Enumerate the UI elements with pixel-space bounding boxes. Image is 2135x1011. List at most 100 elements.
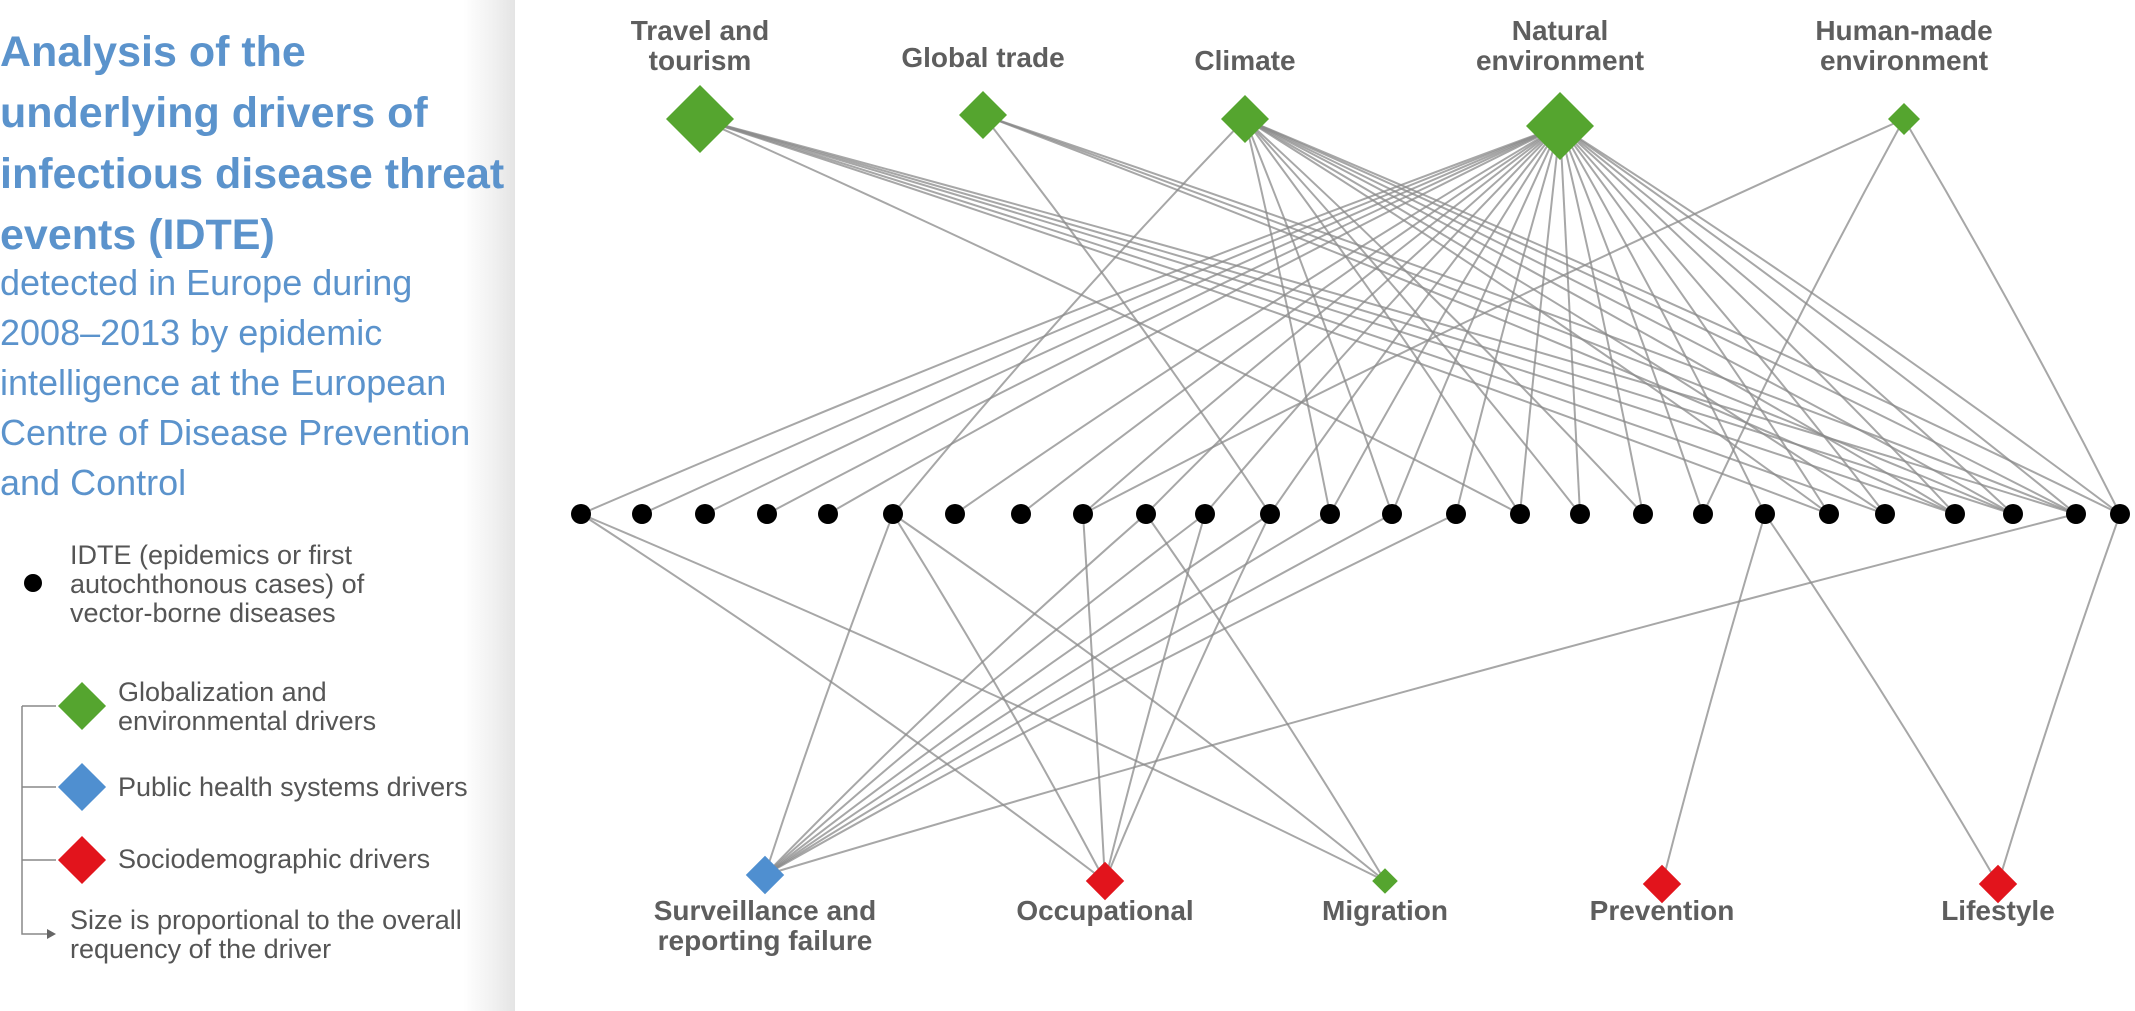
edge-top-driver-1-idte-24: [982, 114, 2077, 515]
bottom-driver-label-1: Occupational: [1016, 895, 1193, 926]
page-subtitle: detected in Europe during 2008–2013 by e…: [0, 262, 471, 503]
idte-legend-dot: [24, 574, 42, 592]
edge-bottom-driver-2-idte-9: [1145, 513, 1386, 882]
edge-top-driver-3-idte-10: [1204, 125, 1561, 515]
legend-panel: Analysis of the underlying drivers of in…: [0, 0, 515, 1011]
top-driver-node-3: [1526, 92, 1594, 160]
edge-top-driver-3-idte-23: [1559, 125, 2014, 515]
edge-top-driver-2-idte-22: [1244, 118, 1956, 515]
legend-size-note: Size is proportional to the overall requ…: [70, 905, 462, 964]
edge-top-driver-3-idte-7: [1020, 125, 1561, 515]
top-driver-label-2: Climate: [1194, 45, 1295, 76]
idte-event-dot: [632, 504, 652, 524]
idte-event-dot: [1195, 504, 1215, 524]
edge-top-driver-2-idte-13: [1244, 118, 1393, 515]
legend-public-health-label: Public health systems drivers: [118, 772, 468, 802]
edge-top-driver-3-idte-25: [1559, 125, 2121, 515]
edge-top-driver-0-idte-20: [699, 118, 1830, 515]
edge-top-driver-4-idte-8: [1082, 118, 1905, 515]
bottom-driver-node-4: [1978, 864, 2018, 904]
bottom-driver-node-2: [1372, 868, 1398, 894]
idte-event-dot: [1570, 504, 1590, 524]
legend-globalization-label: Globalization and environmental drivers: [118, 677, 377, 736]
edge-top-driver-3-idte-16: [1559, 125, 1581, 515]
top-driver-node-4: [1888, 103, 1920, 135]
edge-top-driver-1-idte-11: [982, 114, 1271, 515]
edge-top-driver-3-idte-14: [1455, 125, 1561, 515]
edge-bottom-driver-0-idte-5: [764, 513, 894, 876]
edge-top-driver-2-idte-17: [1244, 118, 1644, 515]
nodes-group: [571, 85, 2130, 904]
bottom-driver-label-2: Migration: [1322, 895, 1448, 926]
bottom-driver-node-0: [745, 855, 785, 895]
idte-event-dot: [1819, 504, 1839, 524]
edge-top-driver-3-idte-6: [954, 125, 1561, 515]
idte-event-dot: [1945, 504, 1965, 524]
edge-bottom-driver-0-idte-14: [764, 513, 1457, 876]
idte-event-dot: [1136, 504, 1156, 524]
edge-top-driver-2-idte-20: [1244, 118, 1830, 515]
top-driver-label-1: Global trade: [901, 42, 1064, 73]
idte-event-dot: [1260, 504, 1280, 524]
top-driver-label-3: environment: [1476, 45, 1644, 76]
edge-top-driver-3-idte-3: [766, 125, 1561, 515]
public-health-legend-marker: [57, 762, 107, 812]
edge-top-driver-0-idte-22: [699, 118, 1956, 515]
edge-top-driver-2-idte-5: [892, 118, 1246, 515]
edges-group: [580, 114, 2121, 885]
edge-top-driver-3-idte-19: [1559, 125, 1766, 515]
idte-event-dot: [883, 504, 903, 524]
idte-event-dot: [1693, 504, 1713, 524]
edge-bottom-driver-1-idte-10: [1104, 513, 1206, 882]
edge-top-driver-3-idte-9: [1145, 125, 1561, 515]
edge-top-driver-4-idte-18: [1702, 118, 1905, 515]
edge-bottom-driver-1-idte-11: [1104, 513, 1271, 882]
edge-top-driver-3-idte-24: [1559, 125, 2077, 515]
edge-bottom-driver-0-idte-24: [764, 513, 2077, 876]
edge-bottom-driver-0-idte-10: [764, 513, 1206, 876]
edge-bottom-driver-2-idte-5: [892, 513, 1386, 882]
idte-event-dot: [2003, 504, 2023, 524]
globalization-legend-marker: [57, 681, 107, 731]
legend-idte-label: IDTE (epidemics or first autochthonous c…: [70, 540, 365, 628]
edge-bottom-driver-0-idte-9: [764, 513, 1147, 876]
edge-top-driver-3-idte-17: [1559, 125, 1644, 515]
idte-event-dot: [1073, 504, 1093, 524]
idte-event-dot: [1382, 504, 1402, 524]
edge-bottom-driver-3-idte-19: [1661, 513, 1766, 885]
bottom-driver-node-3: [1642, 864, 1682, 904]
edge-top-driver-3-idte-0: [580, 125, 1561, 515]
edge-top-driver-2-idte-23: [1244, 118, 2014, 515]
edge-top-driver-1-idte-22: [982, 114, 1956, 515]
edge-top-driver-2-idte-21: [1244, 118, 1886, 515]
idte-event-dot: [945, 504, 965, 524]
edge-bottom-driver-1-idte-0: [580, 513, 1106, 882]
edge-top-driver-2-idte-16: [1244, 118, 1581, 515]
edge-top-driver-0-idte-23: [699, 118, 2014, 515]
top-driver-label-0: tourism: [649, 45, 752, 76]
idte-event-dot: [571, 504, 591, 524]
edge-top-driver-3-idte-13: [1391, 125, 1561, 515]
edge-top-driver-3-idte-20: [1559, 125, 1830, 515]
idte-event-dot: [2110, 504, 2130, 524]
top-driver-label-4: environment: [1820, 45, 1988, 76]
idte-event-dot: [1510, 504, 1530, 524]
edge-bottom-driver-4-idte-25: [1997, 513, 2121, 885]
edge-top-driver-3-idte-11: [1269, 125, 1561, 515]
edge-top-driver-3-idte-22: [1559, 125, 1956, 515]
edge-top-driver-3-idte-8: [1082, 125, 1561, 515]
idte-event-dot: [1755, 504, 1775, 524]
edge-top-driver-3-idte-2: [704, 125, 1561, 515]
idte-event-dot: [757, 504, 777, 524]
edge-top-driver-3-idte-1: [641, 125, 1561, 515]
idte-event-dot: [1011, 504, 1031, 524]
idte-event-dot: [1446, 504, 1466, 524]
edge-bottom-driver-1-idte-8: [1082, 513, 1106, 882]
edge-top-driver-3-idte-4: [827, 125, 1561, 515]
idte-event-dot: [1633, 504, 1653, 524]
edge-top-driver-3-idte-21: [1559, 125, 1886, 515]
page-title: Analysis of the underlying drivers of in…: [0, 28, 505, 259]
edge-bottom-driver-4-idte-19: [1764, 513, 1999, 885]
